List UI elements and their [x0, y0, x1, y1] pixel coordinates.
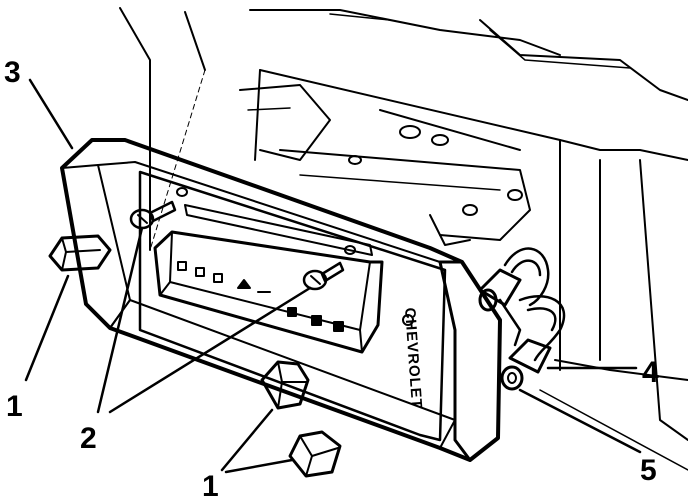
bezel-left-face — [61, 164, 131, 329]
bezel-bottom-face — [109, 299, 456, 449]
leader-5 — [518, 388, 642, 454]
switch-panel-body — [153, 230, 384, 354]
callout-2: 2 — [80, 422, 97, 455]
callout-3: 3 — [4, 56, 21, 89]
callout-4: 4 — [642, 356, 659, 389]
bezel-top-face — [91, 139, 463, 263]
leader-1b-b — [224, 458, 294, 474]
screw-center — [302, 261, 345, 291]
mounting-bracket — [239, 84, 531, 246]
switch-panel — [153, 230, 384, 354]
instrument-bezel: CHEVROLET — [60, 138, 502, 462]
bulb-socket-upper — [478, 268, 522, 312]
screw-upper-left — [129, 200, 177, 230]
callout-labels: 3 1 2 1 4 5 — [4, 56, 659, 502]
leader-1b-a — [220, 408, 274, 472]
callout-1a: 1 — [6, 390, 23, 423]
bulb-socket-lower — [500, 338, 552, 391]
leader-2a — [96, 226, 144, 414]
bezel-window — [138, 170, 447, 442]
knob-middle — [260, 360, 310, 410]
leader-lines — [24, 78, 642, 474]
callout-5: 5 — [640, 454, 657, 487]
leader-2b — [108, 286, 312, 414]
switch-icons — [177, 261, 344, 332]
leader-1a — [24, 274, 70, 382]
leader-3 — [28, 78, 74, 150]
bezel-slot — [184, 204, 373, 256]
wiring-harness — [498, 247, 566, 362]
bezel-right-face — [438, 260, 502, 462]
callout-1b: 1 — [202, 470, 219, 502]
knob-lower — [288, 430, 342, 478]
knob-left — [48, 234, 112, 272]
